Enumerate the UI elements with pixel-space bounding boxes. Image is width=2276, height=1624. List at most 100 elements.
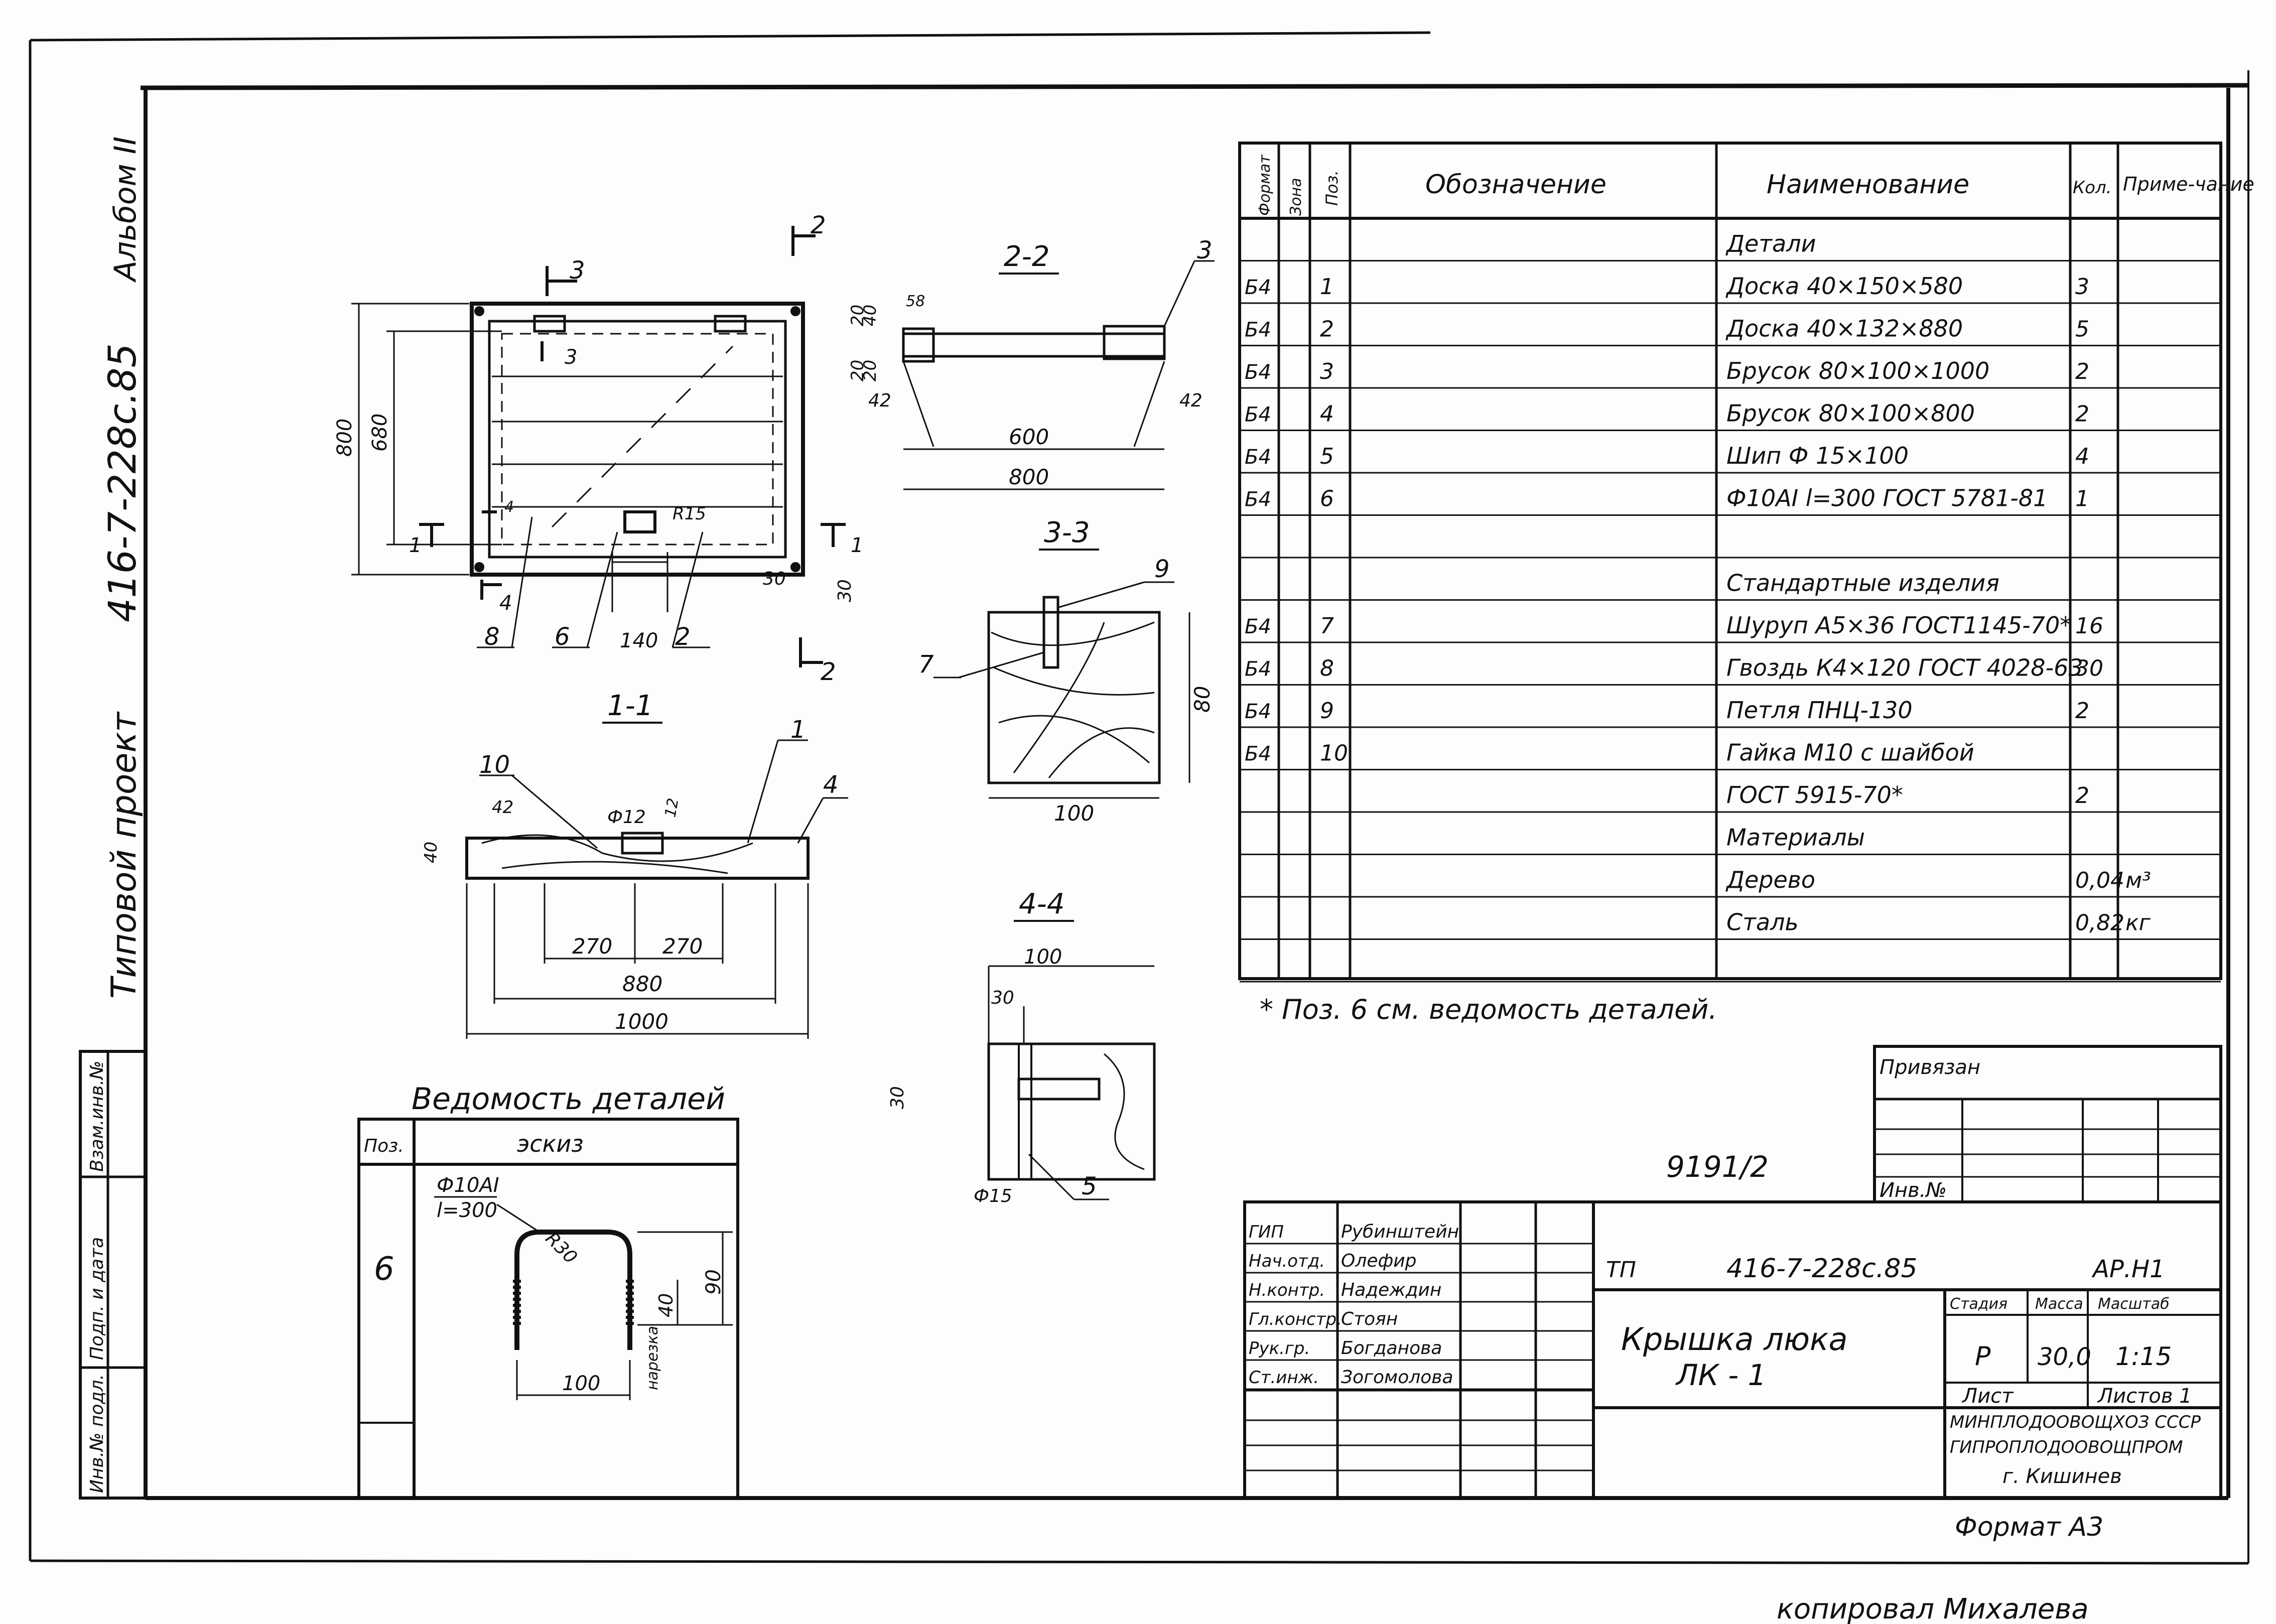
section-label-2-2: 2-2 bbox=[1004, 240, 1049, 273]
cut-mark-2b: 2 bbox=[821, 658, 836, 686]
tb-doc-code: 416-7-228с.85 bbox=[1726, 1254, 1917, 1284]
privyazan-label: Привязан bbox=[1880, 1056, 1980, 1079]
tb-org-line2: ГИПРОПЛОДООВОЩПРОМ bbox=[1950, 1437, 2183, 1457]
spec-cell-name: Гайка М10 с шайбой bbox=[1726, 739, 1974, 766]
tb-role: Рук.гр. bbox=[1249, 1338, 1310, 1359]
spec-cell-qty: 0,04 bbox=[2075, 868, 2124, 893]
side-stamp: Инв.№ подл. Подп. и дата Взам.инв.№ bbox=[79, 1050, 147, 1500]
spec-cell-qty: 30 bbox=[2075, 656, 2103, 682]
spec-cell-qty: 4 bbox=[2075, 444, 2089, 469]
tb-sheet-mark: АР.Н1 bbox=[2091, 1255, 2165, 1283]
spec-cell-qty: 1 bbox=[2075, 486, 2089, 512]
sketch-label-40: 40 bbox=[655, 1293, 677, 1317]
tb-org-line3: г. Кишинев bbox=[2002, 1465, 2122, 1488]
tb-scale: 1:15 bbox=[2115, 1342, 2172, 1371]
tb-stage-label: Стадия bbox=[1950, 1295, 2007, 1313]
dim-44-30a: 30 bbox=[991, 988, 1014, 1008]
spec-cell-pos: 7 bbox=[1320, 613, 1334, 639]
dim-22-20c: 20 bbox=[860, 360, 880, 381]
spec-cell-name: Ф10АI l=300 ГОСТ 5781-81 bbox=[1726, 485, 2048, 512]
spec-header-designation: Обозначение bbox=[1425, 170, 1606, 200]
callout-8: 8 bbox=[484, 623, 500, 651]
tb-role: Н.контр. bbox=[1249, 1280, 1325, 1300]
tb-stage: Р bbox=[1975, 1341, 1991, 1372]
spec-cell-qty: 16 bbox=[2075, 613, 2103, 639]
spec-cell-pos: 10 bbox=[1320, 741, 1348, 766]
sketch-label-l300: l=300 bbox=[437, 1199, 497, 1222]
section-label-1-1: 1-1 bbox=[607, 690, 653, 722]
spec-cell-name: Стандартные изделия bbox=[1726, 570, 1999, 597]
section-label-3-3: 3-3 bbox=[1044, 516, 1090, 549]
cut-mark-1b: 1 bbox=[851, 534, 863, 557]
section-3-3: 3-3 80 100 9 7 bbox=[918, 516, 1215, 826]
details-header-sketch: эскиз bbox=[517, 1130, 584, 1157]
tb-person-name: Богданова bbox=[1341, 1338, 1442, 1359]
spec-cell-fmt: Б4 bbox=[1245, 361, 1271, 384]
stamp-inv-podl: Инв.№ подл. bbox=[87, 1374, 107, 1493]
album-label: Альбом II bbox=[108, 137, 143, 283]
spec-cell-fmt: Б4 bbox=[1245, 319, 1271, 342]
spec-cell-pos: 4 bbox=[1320, 401, 1334, 427]
dim-11-42: 42 bbox=[492, 797, 513, 818]
spec-cell-qty: 2 bbox=[2075, 698, 2089, 724]
dim-plan-800: 800 bbox=[333, 419, 356, 457]
spec-cell-pos: 8 bbox=[1320, 656, 1334, 682]
dim-plan-r15: R15 bbox=[673, 504, 706, 524]
spec-cell-name: Гвоздь К4×120 ГОСТ 4028-63 bbox=[1726, 654, 2083, 682]
spec-cell-name: Доска 40×132×880 bbox=[1725, 315, 1963, 342]
dim-11-880: 880 bbox=[622, 972, 662, 996]
spec-cell-fmt: Б4 bbox=[1245, 403, 1271, 427]
spec-cell-pos: 5 bbox=[1320, 444, 1334, 469]
dim-22-20b: 20 bbox=[848, 360, 868, 381]
section-2-2: 2-2 20 40 58 20 20 42 42 600 800 3 bbox=[848, 236, 1215, 490]
dim-22-58: 58 bbox=[906, 293, 925, 310]
callout-3: 3 bbox=[1197, 236, 1213, 264]
spec-cell-fmt: Б4 bbox=[1245, 658, 1271, 681]
spec-cell-name: Материалы bbox=[1726, 824, 1865, 851]
tb-title-line2: ЛК - 1 bbox=[1675, 1358, 1767, 1392]
project-type-side: Типовой проект bbox=[104, 711, 144, 999]
tb-sheet-label: Лист bbox=[1961, 1385, 2014, 1408]
spec-cell-name: Брусок 80×100×800 bbox=[1726, 400, 1975, 427]
dim-11-12: 12 bbox=[661, 797, 682, 819]
spec-cell-note: м³ bbox=[2125, 868, 2151, 893]
spec-header-note: Приме-чание bbox=[2123, 173, 2254, 195]
stamp-vzam-inv: Взам.инв.№ bbox=[87, 1060, 107, 1172]
specification-table: Формат Зона Поз. Обозначение Наименовани… bbox=[1238, 142, 2254, 983]
tb-doc-prefix: ТП bbox=[1606, 1257, 1636, 1283]
tb-person-name: Олефир bbox=[1341, 1251, 1417, 1271]
spec-cell-pos: 1 bbox=[1320, 274, 1334, 300]
dim-11-40: 40 bbox=[421, 842, 441, 863]
cut-mark-3b: 3 bbox=[565, 346, 577, 369]
spec-cell-qty: 2 bbox=[2075, 359, 2089, 384]
footnote: * Поз. 6 см. ведомость деталей. bbox=[1260, 994, 1717, 1025]
side-texts: Альбом II 416-7-228с.85 Типовой проект bbox=[100, 137, 145, 999]
tb-mass: 30,0 bbox=[2038, 1343, 2091, 1371]
dim-44-100: 100 bbox=[1024, 945, 1062, 969]
tb-role: Нач.отд. bbox=[1249, 1251, 1325, 1271]
cut-mark-2a: 2 bbox=[811, 211, 826, 239]
plan-view: 800 680 140 30 30 R15 3 3 2 2 1 1 4 4 8 bbox=[333, 211, 863, 686]
sketch-label-thread: нарезка bbox=[644, 1326, 661, 1390]
sketch-label-100: 100 bbox=[562, 1372, 600, 1395]
spec-cell-pos: 6 bbox=[1320, 486, 1334, 512]
stamp-podp-data: Подп. и дата bbox=[87, 1237, 107, 1360]
tb-role: ГИП bbox=[1249, 1222, 1284, 1242]
cut-mark-4a: 4 bbox=[499, 592, 512, 615]
spec-cell-name: ГОСТ 5915-70* bbox=[1726, 781, 1903, 808]
spec-cell-pos: 3 bbox=[1320, 359, 1334, 384]
section-4-4: 4-4 100 30 30 Ф15 5 bbox=[887, 888, 1156, 1206]
dim-22-40: 40 bbox=[860, 305, 880, 326]
spec-cell-qty: 5 bbox=[2075, 317, 2089, 342]
dim-11-270b: 270 bbox=[662, 934, 703, 959]
dim-22-600: 600 bbox=[1009, 425, 1049, 449]
tb-role: Ст.инж. bbox=[1249, 1368, 1319, 1388]
callout-1: 1 bbox=[790, 716, 806, 744]
section-label-4-4: 4-4 bbox=[1019, 888, 1064, 920]
tb-person-name: Стоян bbox=[1341, 1309, 1398, 1329]
details-title: Ведомость деталей bbox=[412, 1081, 725, 1117]
spec-cell-qty: 2 bbox=[2075, 783, 2089, 808]
tb-mass-label: Масса bbox=[2035, 1295, 2083, 1313]
cut-mark-3a: 3 bbox=[570, 256, 585, 285]
